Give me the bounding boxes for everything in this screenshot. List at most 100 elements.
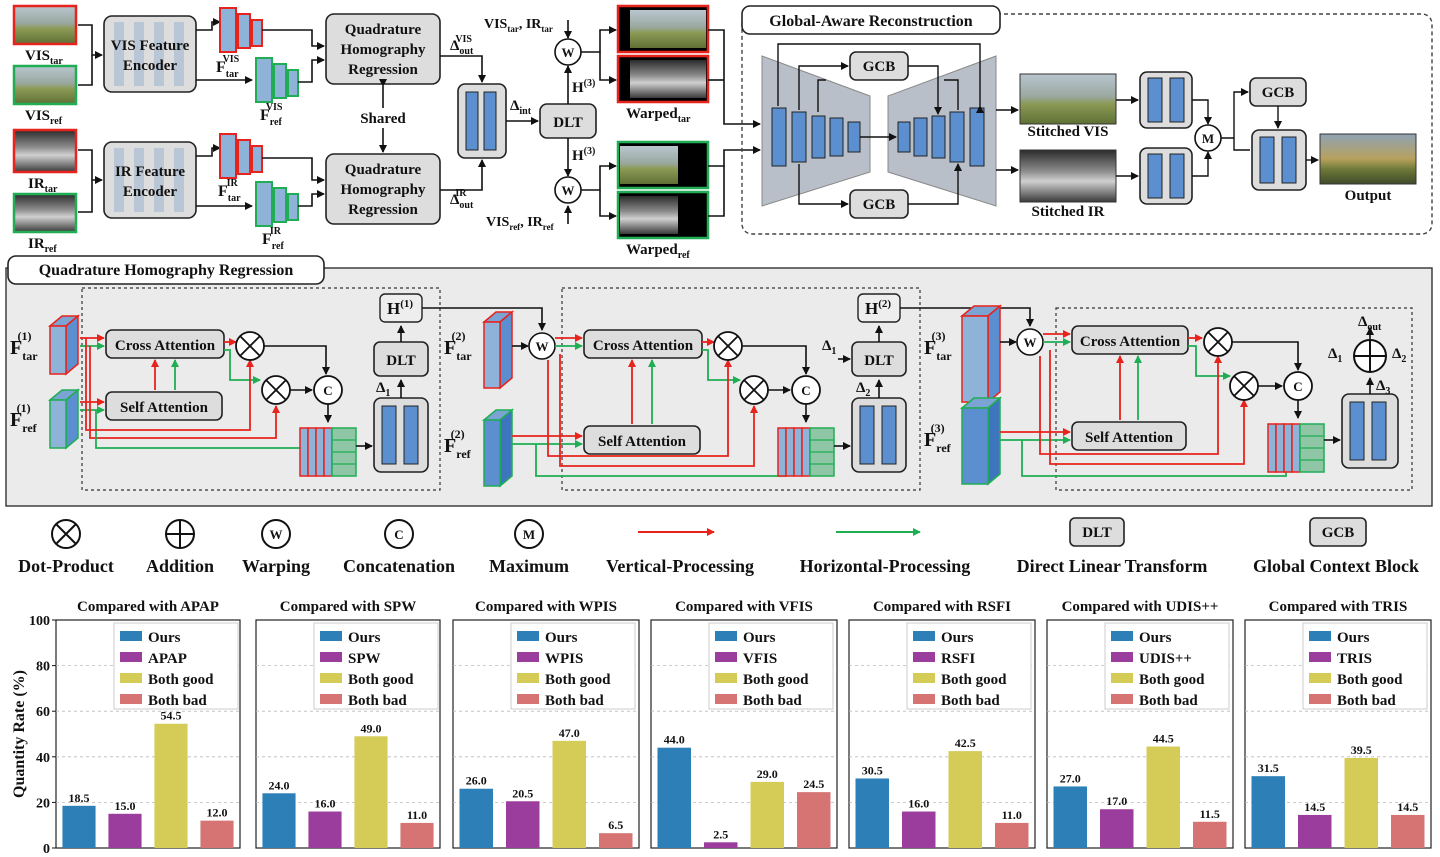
y-tick-label: 60 xyxy=(36,705,50,720)
output-image xyxy=(1319,133,1417,185)
svg-text:IR Feature: IR Feature xyxy=(115,164,185,180)
legend-swatch xyxy=(1309,673,1331,683)
y-tick-label: 80 xyxy=(36,660,50,675)
f-vis-ref-label: FrefVIS xyxy=(260,102,283,128)
bar-both-good xyxy=(354,736,388,848)
warp-op-top: W xyxy=(554,38,582,66)
f-vis-tar-pyramid xyxy=(219,7,263,53)
legend-addition: Addition xyxy=(146,519,214,576)
stitched-vis-image xyxy=(1019,73,1117,125)
vis-ref-image xyxy=(12,64,78,106)
f-ir-tar-pyramid xyxy=(219,133,263,179)
legend-entry: TRIS xyxy=(1337,651,1372,667)
svg-text:Self Attention: Self Attention xyxy=(120,400,209,416)
qhr-panel: Quadrature Homography Regression Ftar(1)… xyxy=(5,255,1433,507)
qhr-vis-block: Quadrature Homography Regression xyxy=(325,13,441,85)
svg-text:Global Context Block: Global Context Block xyxy=(1253,556,1419,576)
cross-attention-3: Cross Attention xyxy=(1071,325,1189,355)
legend-swatch xyxy=(320,673,342,683)
svg-text:Quadrature: Quadrature xyxy=(345,22,422,38)
warped-tar-label: Warpedtar xyxy=(626,106,691,125)
svg-text:C: C xyxy=(801,383,810,398)
legend-swatch xyxy=(1111,694,1133,704)
bar-both-good xyxy=(154,723,188,848)
svg-text:DLT: DLT xyxy=(553,115,582,131)
stitched-vis-label: Stitched VIS xyxy=(1028,124,1109,140)
delta-fusion-block xyxy=(457,83,507,159)
y-tick-label: 40 xyxy=(36,751,50,766)
f3-tar-label: Ftar(3) xyxy=(924,329,952,363)
svg-text:Quadrature: Quadrature xyxy=(345,162,422,178)
f2-tar-label: Ftar(2) xyxy=(444,329,472,363)
warped-ref-label: Warpedref xyxy=(626,242,690,261)
svg-text:Encoder: Encoder xyxy=(123,58,178,74)
pipeline: VIStar VISref IRtar IRref VIS Feature En… xyxy=(12,4,761,261)
f1-tar-label: Ftar(1) xyxy=(10,329,38,363)
legend-entry: Both bad xyxy=(1337,693,1396,709)
gcb-top: GCB xyxy=(849,51,909,81)
legend-swatch xyxy=(1111,631,1133,641)
dot-product-3b xyxy=(1229,371,1259,401)
f-ir-ref-label: FrefIR xyxy=(262,226,284,252)
legend-entry: Both bad xyxy=(743,693,802,709)
bar-value-label: 16.0 xyxy=(315,797,336,811)
bar-both-bad xyxy=(400,822,434,848)
qhr-ir-block: Quadrature Homography Regression xyxy=(325,153,441,225)
bar-value-label: 30.5 xyxy=(862,763,883,777)
bar-both-good xyxy=(750,781,784,848)
svg-text:GCB: GCB xyxy=(1262,85,1295,101)
delta-out-ir: ΔoutIR xyxy=(450,188,474,211)
bar-rsfi xyxy=(902,811,936,848)
chart-title: Compared with UDIS++ xyxy=(1062,599,1219,615)
bar-value-label: 44.0 xyxy=(664,733,685,747)
stitched-ir-label: Stitched IR xyxy=(1032,204,1105,220)
dot-product-2b xyxy=(739,375,769,405)
svg-text:C: C xyxy=(323,383,332,398)
cross-attention-1: Cross Attention xyxy=(105,329,225,359)
f1-tar-cube xyxy=(47,314,81,376)
chart-panel: Compared with UDIS++27.017.044.511.5Ours… xyxy=(1046,599,1234,849)
ir-ref-image xyxy=(12,192,78,234)
chart-title: Compared with WPIS xyxy=(475,599,617,615)
h1-box: H(1) xyxy=(379,293,423,323)
svg-text:W: W xyxy=(562,45,575,60)
bar-ours xyxy=(1053,786,1087,848)
qhr-panel-title: Quadrature Homography Regression xyxy=(39,262,294,279)
vis-ref-label: VISref xyxy=(25,108,63,127)
dot-product-3a xyxy=(1203,327,1233,357)
self-attention-3: Self Attention xyxy=(1071,421,1187,451)
warp-3: W xyxy=(1016,328,1044,356)
legend-swatch xyxy=(1111,652,1133,662)
legend-warping: W Warping xyxy=(242,519,310,576)
legend-swatch xyxy=(320,694,342,704)
dlt-block: DLT xyxy=(539,103,597,139)
dlt-1: DLT xyxy=(373,341,429,377)
bar-value-label: 18.5 xyxy=(69,791,90,805)
bar-both-good xyxy=(552,740,586,848)
bar-both-bad xyxy=(1193,821,1227,848)
legend-swatch xyxy=(517,652,539,662)
bar-value-label: 39.5 xyxy=(1351,743,1372,757)
svg-text:Cross Attention: Cross Attention xyxy=(1080,334,1181,350)
legend-entry: Ours xyxy=(743,630,776,646)
svg-text:GCB: GCB xyxy=(863,59,896,75)
f-vis-tar-label: FtarVIS xyxy=(216,54,240,80)
legend-swatch xyxy=(517,631,539,641)
svg-text:VIS Feature: VIS Feature xyxy=(111,38,190,54)
h2-box: H(2) xyxy=(857,293,901,323)
bar-value-label: 11.0 xyxy=(1002,808,1022,822)
legend-swatch xyxy=(1309,631,1331,641)
warp-op-bottom: W xyxy=(554,176,582,204)
delta-2-label: Δ2 xyxy=(856,380,870,399)
legend-maximum: M Maximum xyxy=(489,519,569,576)
legend-swatch xyxy=(913,673,935,683)
legend-swatch xyxy=(913,694,935,704)
legend-vertical-processing: Vertical-Processing xyxy=(606,528,754,576)
legend-entry: Ours xyxy=(545,630,578,646)
chart-panel: Compared with RSFI30.516.042.511.0OursRS… xyxy=(848,599,1036,849)
svg-text:W: W xyxy=(1024,335,1037,350)
delta-1-into-dlt: Δ1 xyxy=(822,338,836,357)
y-axis-label: Quantity Rate (%) xyxy=(11,670,28,798)
bar-value-label: 2.5 xyxy=(713,827,728,841)
